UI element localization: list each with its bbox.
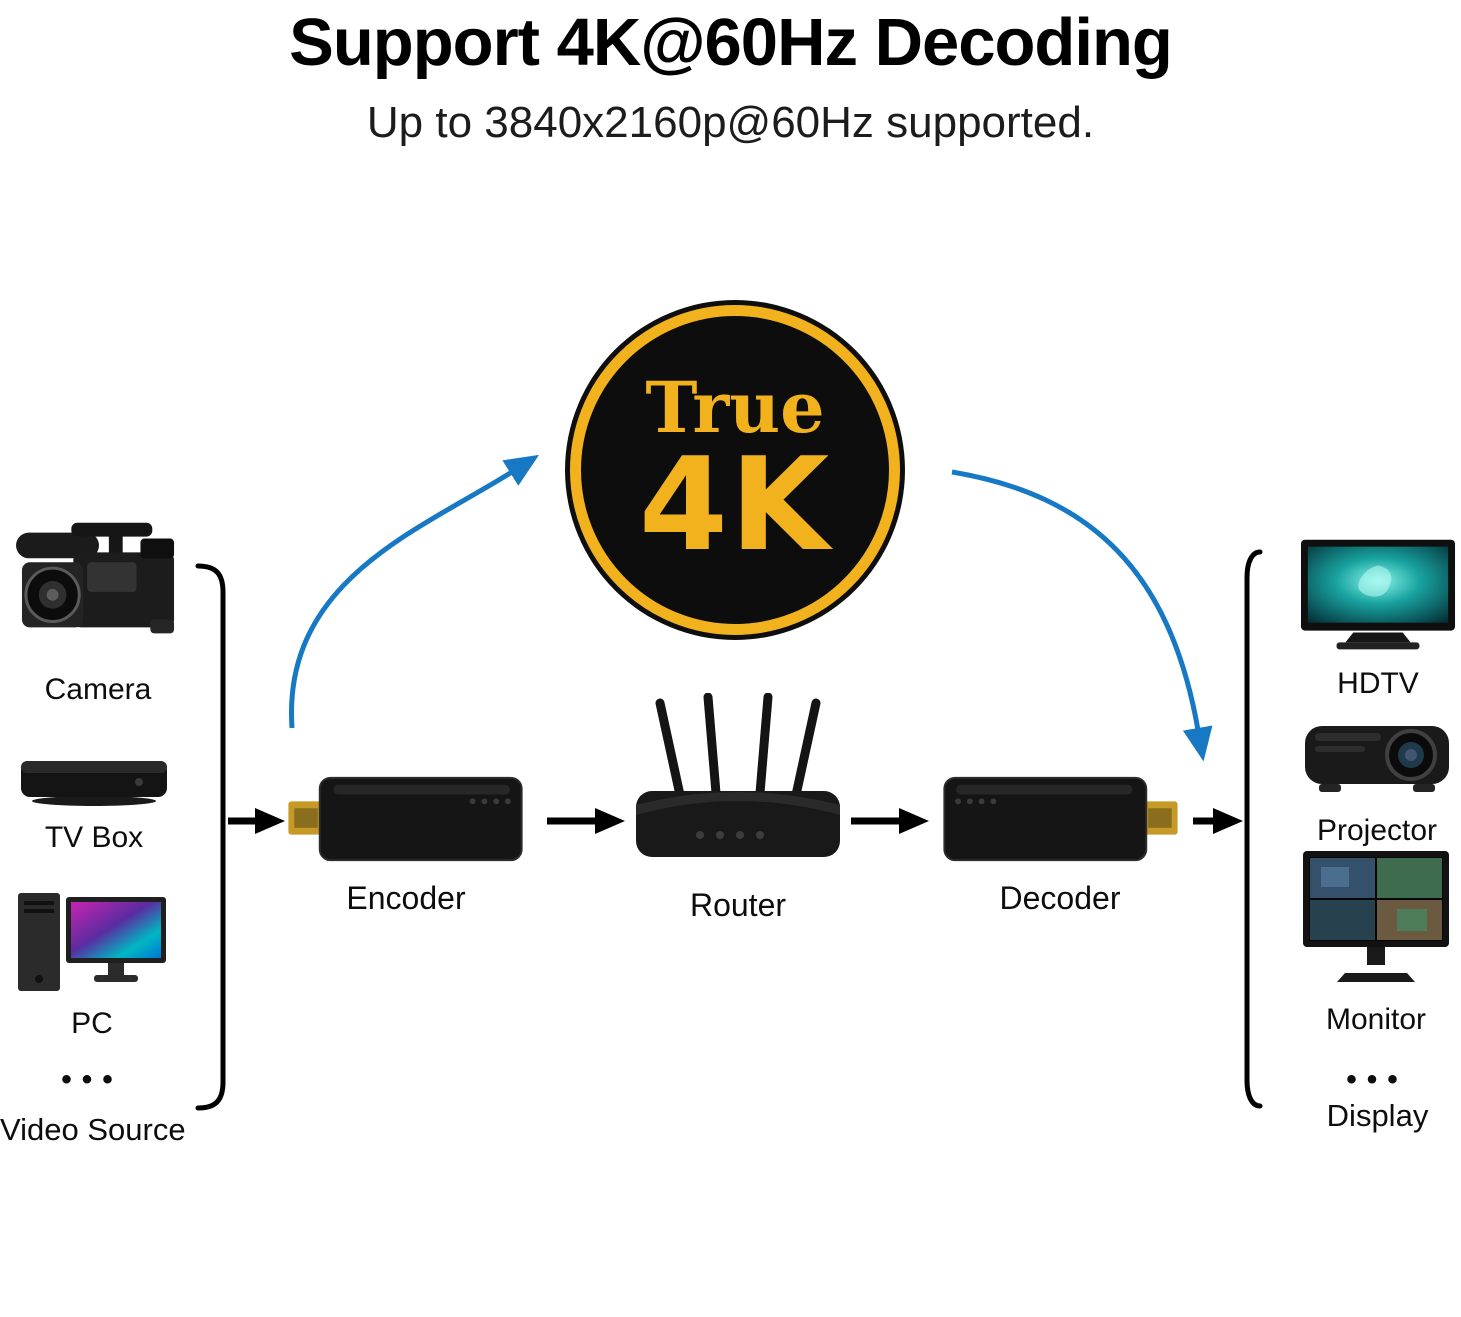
display-label: Display	[1326, 1098, 1429, 1133]
outputs-ellipsis: •••	[1346, 1063, 1408, 1096]
source-tv-box: TV Box	[18, 753, 170, 855]
hdtv-icon	[1300, 539, 1456, 650]
camera-label: Camera	[44, 673, 152, 706]
projector-icon	[1305, 726, 1449, 792]
pc-icon	[18, 893, 166, 991]
badge-4k-text: 4K	[638, 431, 832, 581]
sources-bracket	[195, 563, 226, 1111]
sources-ellipsis: •••	[61, 1063, 123, 1096]
hdtv-label: HDTV	[1337, 667, 1419, 700]
encoder-icon	[288, 776, 523, 862]
monitor-label: Monitor	[1325, 1003, 1427, 1036]
decoder-icon	[943, 776, 1178, 862]
encoder-device: Encoder	[288, 770, 524, 917]
output-hdtv: HDTV	[1298, 537, 1458, 701]
monitor-icon	[1303, 851, 1449, 982]
tv-box-icon	[21, 761, 167, 806]
router-device: Router	[626, 693, 850, 924]
output-monitor: Monitor	[1301, 849, 1451, 1037]
source-camera: Camera	[12, 503, 184, 707]
arrow-encoder-to-badge	[289, 454, 540, 729]
badge-true-text: True	[645, 366, 825, 450]
arrow-badge-to-outputs	[951, 469, 1213, 762]
router-antennas	[655, 693, 821, 800]
outputs-bracket	[1244, 549, 1263, 1109]
page-title: Support 4K@60Hz Decoding	[289, 5, 1173, 80]
encoder-label: Encoder	[346, 880, 466, 916]
source-pc: PC	[12, 891, 172, 1041]
tv-box-label: TV Box	[44, 821, 144, 854]
router-label: Router	[689, 887, 787, 923]
projector-label: Projector	[1316, 814, 1438, 847]
camera-icon	[16, 522, 175, 634]
router-icon	[636, 693, 840, 857]
page-subtitle: Up to 3840x2160p@60Hz supported.	[366, 98, 1095, 147]
pc-label: PC	[71, 1007, 113, 1040]
video-source-label: Video Source	[0, 1112, 186, 1147]
decoder-device: Decoder	[938, 770, 1182, 917]
decoder-label: Decoder	[999, 880, 1121, 916]
output-projector: Projector	[1301, 710, 1453, 848]
true-4k-badge: True 4K	[570, 305, 900, 635]
